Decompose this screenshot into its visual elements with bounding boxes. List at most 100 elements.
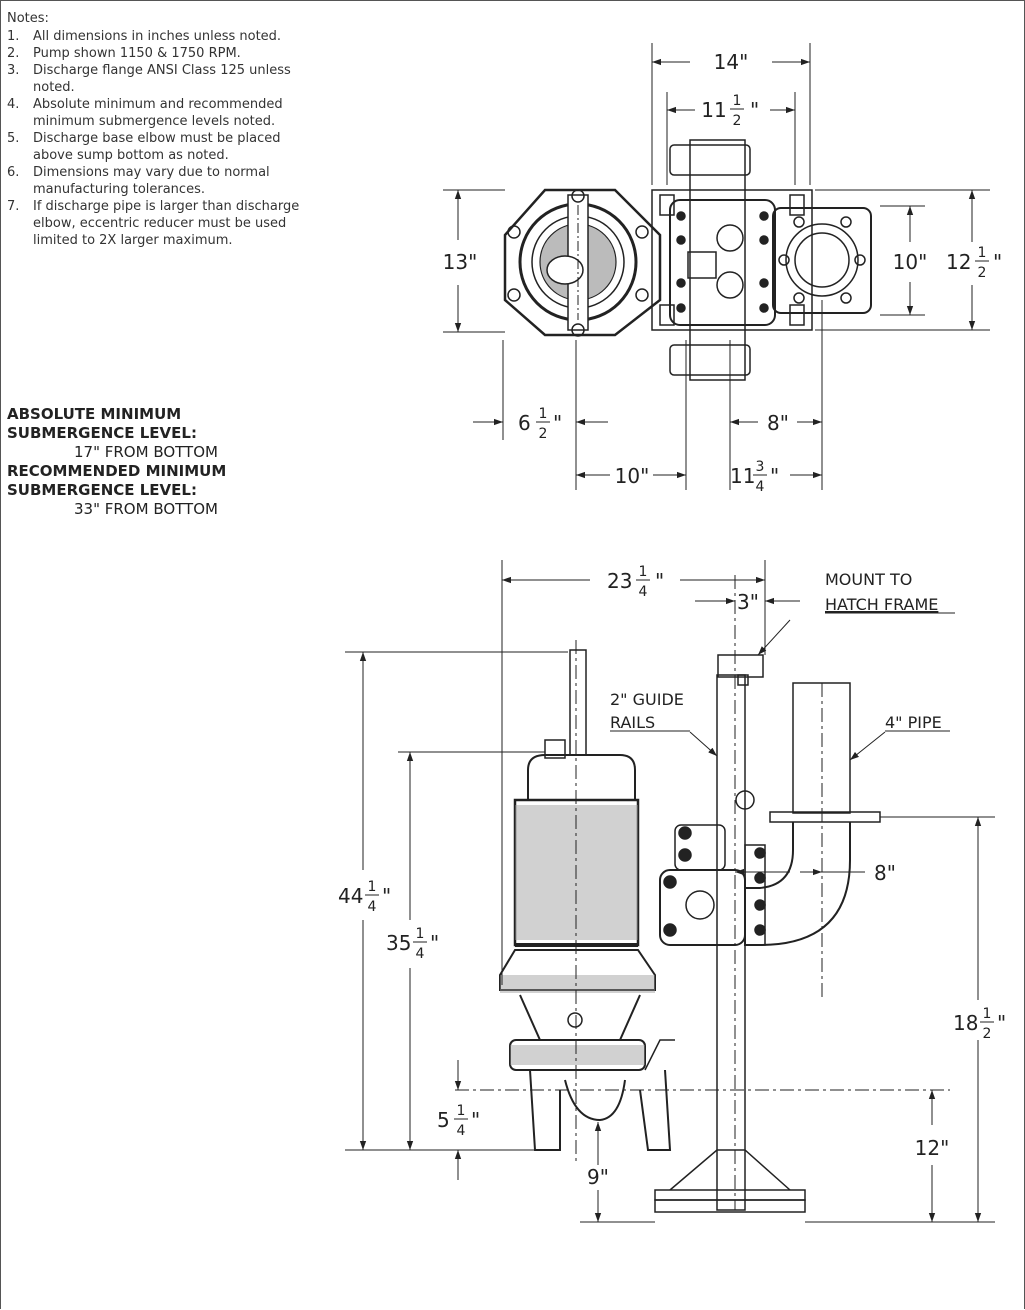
dim-pump-height: 35 <box>386 931 411 955</box>
dim-width-overall: 14" <box>714 50 749 74</box>
base-slot <box>789 304 805 326</box>
inch-mark: " <box>655 569 664 593</box>
inch-mark: " <box>553 411 562 435</box>
frac-num: 1 <box>733 93 742 109</box>
pump-leg <box>529 1069 561 1151</box>
inch-mark: " <box>993 250 1002 274</box>
pump-discharge-neck <box>644 1039 675 1071</box>
pump-volute-shade <box>510 1045 645 1065</box>
pump-seal-shade <box>500 975 655 993</box>
notes-list: 1.All dimensions in inches unless noted.… <box>7 28 317 249</box>
pump-bolt <box>571 189 585 203</box>
pump-bolt <box>507 288 521 302</box>
dim-width-rails: 11 <box>701 98 726 122</box>
frac-den: 4 <box>416 946 425 962</box>
note-item: 2.Pump shown 1150 & 1750 RPM. <box>7 46 241 61</box>
note-item: 3.Discharge flange ANSI Class 125 unless… <box>7 63 291 95</box>
frac-num: 1 <box>368 879 377 895</box>
bolt <box>759 278 769 288</box>
flange-bolt-hole <box>840 292 852 304</box>
note-item: 7.If discharge pipe is larger than disch… <box>7 199 300 248</box>
side-view-labels: 23 1 4 " 3" MOUNT TO HATCH FRAME 2" GUID… <box>338 564 1006 1189</box>
recommended-label-2: SUBMERGENCE LEVEL: <box>7 481 197 499</box>
dim-pump-offset: 6 <box>518 411 531 435</box>
dim-rail-to-edge: 11 <box>730 464 755 488</box>
frac-den: 2 <box>733 113 742 129</box>
pump-volute <box>509 1039 646 1071</box>
pump-cord-boss <box>544 739 566 759</box>
notes-block: Notes: 1.All dimensions in inches unless… <box>7 10 317 249</box>
flange-bolt-hole <box>840 216 852 228</box>
bolt <box>759 235 769 245</box>
absolute-label-1: ABSOLUTE MINIMUM <box>7 405 182 423</box>
rail-bottom <box>669 344 751 376</box>
bolt <box>754 924 766 936</box>
dim-elbow-height: 5 <box>437 1108 450 1132</box>
pump-motor-cap <box>527 754 636 800</box>
frac-num: 3 <box>756 459 765 475</box>
callout-guide-2: RAILS <box>610 713 655 732</box>
bolt <box>663 875 677 889</box>
pump-leg <box>639 1069 672 1151</box>
absolute-label-2: SUBMERGENCE LEVEL: <box>7 424 197 442</box>
pump-bolt <box>567 1012 583 1028</box>
base-slot <box>659 304 675 326</box>
dim-base-to-inlet: 9" <box>587 1165 609 1189</box>
frac-den: 2 <box>978 265 987 281</box>
elbow-port <box>687 251 717 279</box>
note-item: 5.Discharge base elbow must be placed ab… <box>7 131 281 163</box>
base-plate <box>651 189 813 331</box>
inch-mark: " <box>770 464 779 488</box>
bolt <box>759 211 769 221</box>
leader <box>757 619 791 656</box>
top-view-dimensions <box>443 43 990 490</box>
side-view-dimensions <box>345 560 995 1223</box>
base-slot <box>789 194 805 216</box>
elbow-body <box>669 199 776 326</box>
recommended-value: 33" FROM BOTTOM <box>74 500 218 518</box>
dim-pipe-spacing: 8" <box>874 861 896 885</box>
top-view-labels: 14" 11 1 2 " 13" 10" 12 1 2 " 6 1 2 " 8"… <box>443 50 1003 495</box>
frac-num: 1 <box>639 564 648 580</box>
flange-bolt-hole <box>793 292 805 304</box>
notes-heading: Notes: <box>7 11 49 26</box>
elbow-bolt <box>716 271 744 299</box>
flange-outer-bore <box>785 223 859 297</box>
inch-mark: " <box>382 884 391 908</box>
frac-den: 2 <box>539 426 548 442</box>
bolt <box>676 235 686 245</box>
coupling-flange <box>744 844 766 946</box>
note-item: 6.Dimensions may vary due to normal manu… <box>7 165 270 197</box>
base-stand <box>669 1149 791 1191</box>
dim-discharge-center: 12" <box>915 1136 950 1160</box>
inch-mark: " <box>471 1108 480 1132</box>
callout-mount-1: MOUNT TO <box>825 570 912 589</box>
frac-den: 4 <box>457 1123 466 1139</box>
base-slot <box>659 194 675 216</box>
bolt <box>759 303 769 313</box>
bolt <box>663 923 677 937</box>
hatch-bracket <box>717 654 764 678</box>
pump-bolt <box>635 225 649 239</box>
frac-num: 1 <box>539 406 548 422</box>
bolt <box>678 848 692 862</box>
dim-rail-to-flange: 8" <box>767 411 789 435</box>
coupling-port <box>685 890 715 920</box>
pump-cord-port <box>546 255 584 285</box>
note-item: 1.All dimensions in inches unless noted. <box>7 29 282 44</box>
dim-discharge-height: 18 <box>953 1011 978 1035</box>
rail-body <box>689 139 746 381</box>
callout-pipe: 4" PIPE <box>885 713 942 732</box>
submergence-block: ABSOLUTE MINIMUM SUBMERGENCE LEVEL: 17" … <box>7 405 226 519</box>
callout-mount-2: HATCH FRAME <box>825 595 938 614</box>
rail-bolt <box>735 790 755 810</box>
dim-base-height: 12 <box>946 250 971 274</box>
frac-num: 1 <box>457 1103 466 1119</box>
note-item: 4.Absolute minimum and recommended minim… <box>7 97 283 129</box>
frac-den: 4 <box>639 584 648 600</box>
frac-num: 1 <box>983 1006 992 1022</box>
flange-inner-bore <box>794 232 850 288</box>
frac-den: 4 <box>368 899 377 915</box>
flange-bolt-hole <box>793 216 805 228</box>
